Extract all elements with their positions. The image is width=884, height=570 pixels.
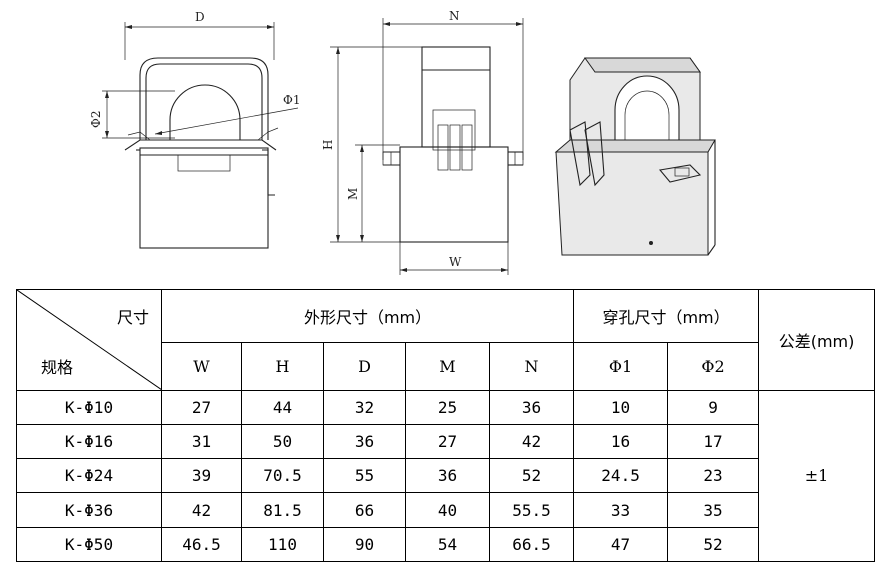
dim-M-label: M bbox=[346, 188, 360, 200]
dim-D-label: D bbox=[195, 10, 205, 24]
value-H: 81.5 bbox=[241, 492, 324, 528]
corner-header: 尺寸 规格 bbox=[16, 289, 162, 391]
col-header-N: N bbox=[488, 342, 575, 391]
value-D: 90 bbox=[323, 526, 406, 563]
model-cell: K-Φ50 bbox=[16, 526, 162, 563]
dim-phi1-label: Φ1 bbox=[283, 93, 300, 107]
value-D: 66 bbox=[323, 492, 406, 528]
value-phi1: 33 bbox=[573, 492, 669, 528]
tolerance-header: 公差(mm) bbox=[758, 289, 876, 391]
value-M: 54 bbox=[405, 526, 490, 563]
dim-W-label: W bbox=[449, 255, 462, 269]
value-phi2: 52 bbox=[667, 526, 760, 563]
isometric-view bbox=[554, 57, 716, 256]
value-N: 55.5 bbox=[488, 492, 575, 528]
spec-table: 尺寸 规格 外形尺寸（mm） 穿孔尺寸（mm） 公差(mm) W H D M N… bbox=[16, 288, 876, 563]
value-phi2: 9 bbox=[667, 389, 760, 425]
value-W: 27 bbox=[161, 389, 242, 425]
model-cell: K-Φ24 bbox=[16, 458, 162, 494]
table-row: K-Φ24 39 70.5 55 36 52 24.5 23 bbox=[16, 458, 875, 494]
tolerance-value: ±1 bbox=[758, 389, 876, 563]
dim-H-label: H bbox=[321, 140, 335, 150]
front-view: D Φ2 Φ1 bbox=[89, 10, 300, 249]
value-W: 42 bbox=[161, 492, 242, 528]
value-H: 44 bbox=[241, 389, 324, 425]
value-M: 27 bbox=[405, 423, 490, 460]
value-phi2: 35 bbox=[667, 492, 760, 528]
header-row-1: 尺寸 规格 外形尺寸（mm） 穿孔尺寸（mm） 公差(mm) bbox=[16, 288, 876, 391]
value-W: 46.5 bbox=[161, 526, 242, 563]
model-cell: K-Φ36 bbox=[16, 492, 162, 528]
group-header-hole: 穿孔尺寸（mm） bbox=[573, 288, 760, 344]
value-M: 40 bbox=[405, 492, 490, 528]
value-phi1: 10 bbox=[573, 389, 669, 425]
value-M: 25 bbox=[405, 389, 490, 425]
corner-label-model: 规格 bbox=[41, 357, 74, 377]
value-H: 50 bbox=[241, 423, 324, 460]
table-row: K-Φ36 42 81.5 66 40 55.5 33 35 bbox=[16, 492, 875, 528]
model-cell: K-Φ16 bbox=[16, 423, 162, 460]
header-row-2: W H D M N Φ1 Φ2 bbox=[17, 342, 875, 391]
value-D: 32 bbox=[323, 389, 406, 425]
value-N: 66.5 bbox=[488, 526, 575, 563]
value-phi2: 17 bbox=[667, 423, 760, 460]
col-header-M: M bbox=[405, 342, 490, 391]
value-phi1: 24.5 bbox=[573, 458, 669, 494]
side-view: N H M W bbox=[321, 9, 524, 275]
col-header-D: D bbox=[323, 342, 406, 391]
table-row: K-Φ50 46.5 110 90 54 66.5 47 52 bbox=[16, 526, 875, 563]
value-D: 36 bbox=[323, 423, 406, 460]
col-header-phi2: Φ2 bbox=[667, 342, 760, 391]
model-cell: K-Φ10 bbox=[16, 389, 162, 425]
table-row: K-Φ16 31 50 36 27 42 16 17 bbox=[16, 423, 875, 460]
dim-phi2-label: Φ2 bbox=[89, 111, 103, 128]
col-header-H: H bbox=[241, 342, 324, 391]
col-header-phi1: Φ1 bbox=[573, 342, 669, 391]
value-H: 110 bbox=[241, 526, 324, 563]
value-M: 36 bbox=[405, 458, 490, 494]
value-phi1: 47 bbox=[573, 526, 669, 563]
value-N: 42 bbox=[488, 423, 575, 460]
technical-drawing: D Φ2 Φ1 N bbox=[0, 0, 884, 282]
corner-label-size: 尺寸 bbox=[116, 308, 149, 327]
col-header-W: W bbox=[161, 342, 242, 391]
table-row: K-Φ10 27 44 32 25 36 10 9 ±1 bbox=[16, 389, 876, 563]
value-H: 70.5 bbox=[241, 458, 324, 494]
value-W: 39 bbox=[161, 458, 242, 494]
value-N: 52 bbox=[488, 458, 575, 494]
group-header-outer: 外形尺寸（mm） bbox=[160, 288, 575, 344]
value-phi1: 16 bbox=[573, 423, 669, 460]
value-N: 36 bbox=[488, 389, 575, 425]
value-D: 55 bbox=[323, 458, 406, 494]
dim-N-label: N bbox=[449, 9, 460, 23]
value-W: 31 bbox=[161, 423, 242, 460]
value-phi2: 23 bbox=[667, 458, 760, 494]
